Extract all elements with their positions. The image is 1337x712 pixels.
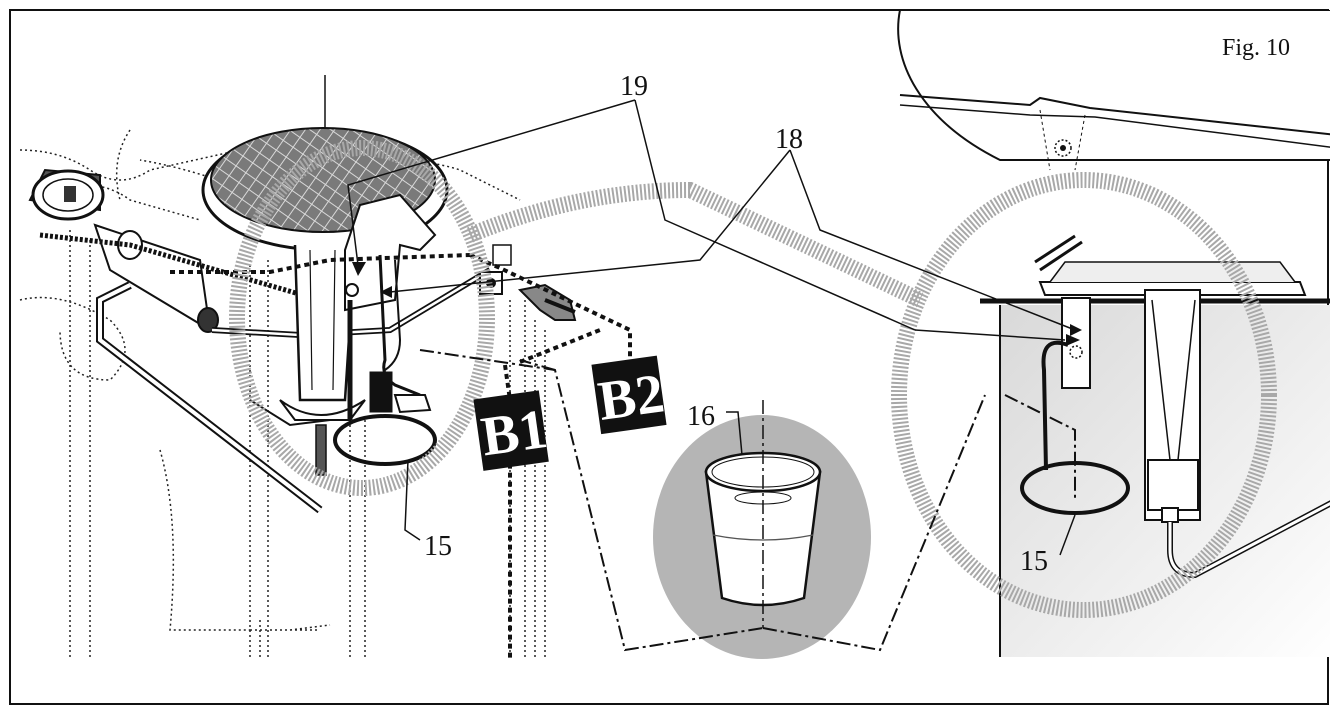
marker-b1: B1 [473, 390, 551, 471]
arrowheads [352, 262, 1082, 346]
callout-16: 16 [687, 401, 715, 432]
highlight-ring-left [229, 140, 495, 496]
callout-19: 19 [620, 71, 648, 102]
callout-15-left: 15 [424, 531, 452, 562]
marker-b2-text: B2 [594, 362, 667, 432]
thermocouple-ring-left [333, 414, 437, 466]
connecting-band [466, 181, 924, 308]
callout-leaders [347, 99, 1076, 556]
callout-18: 18 [775, 124, 803, 155]
thermocouple-clip [369, 371, 393, 413]
dotted-connectors [170, 253, 632, 660]
figure-caption: Fig. 10 [1222, 35, 1290, 61]
appliance-cabinet [980, 234, 1330, 657]
tank-cutaway [897, 10, 1330, 171]
highlight-ring-right [891, 172, 1277, 618]
marker-b1-text: B1 [478, 398, 551, 468]
tank-fitting-icon [1054, 139, 1072, 157]
marker-b2: B2 [591, 355, 668, 435]
gas-valve-assembly [28, 168, 492, 514]
dash-dot-guides [419, 349, 986, 652]
callout-15-right: 15 [1020, 546, 1048, 577]
